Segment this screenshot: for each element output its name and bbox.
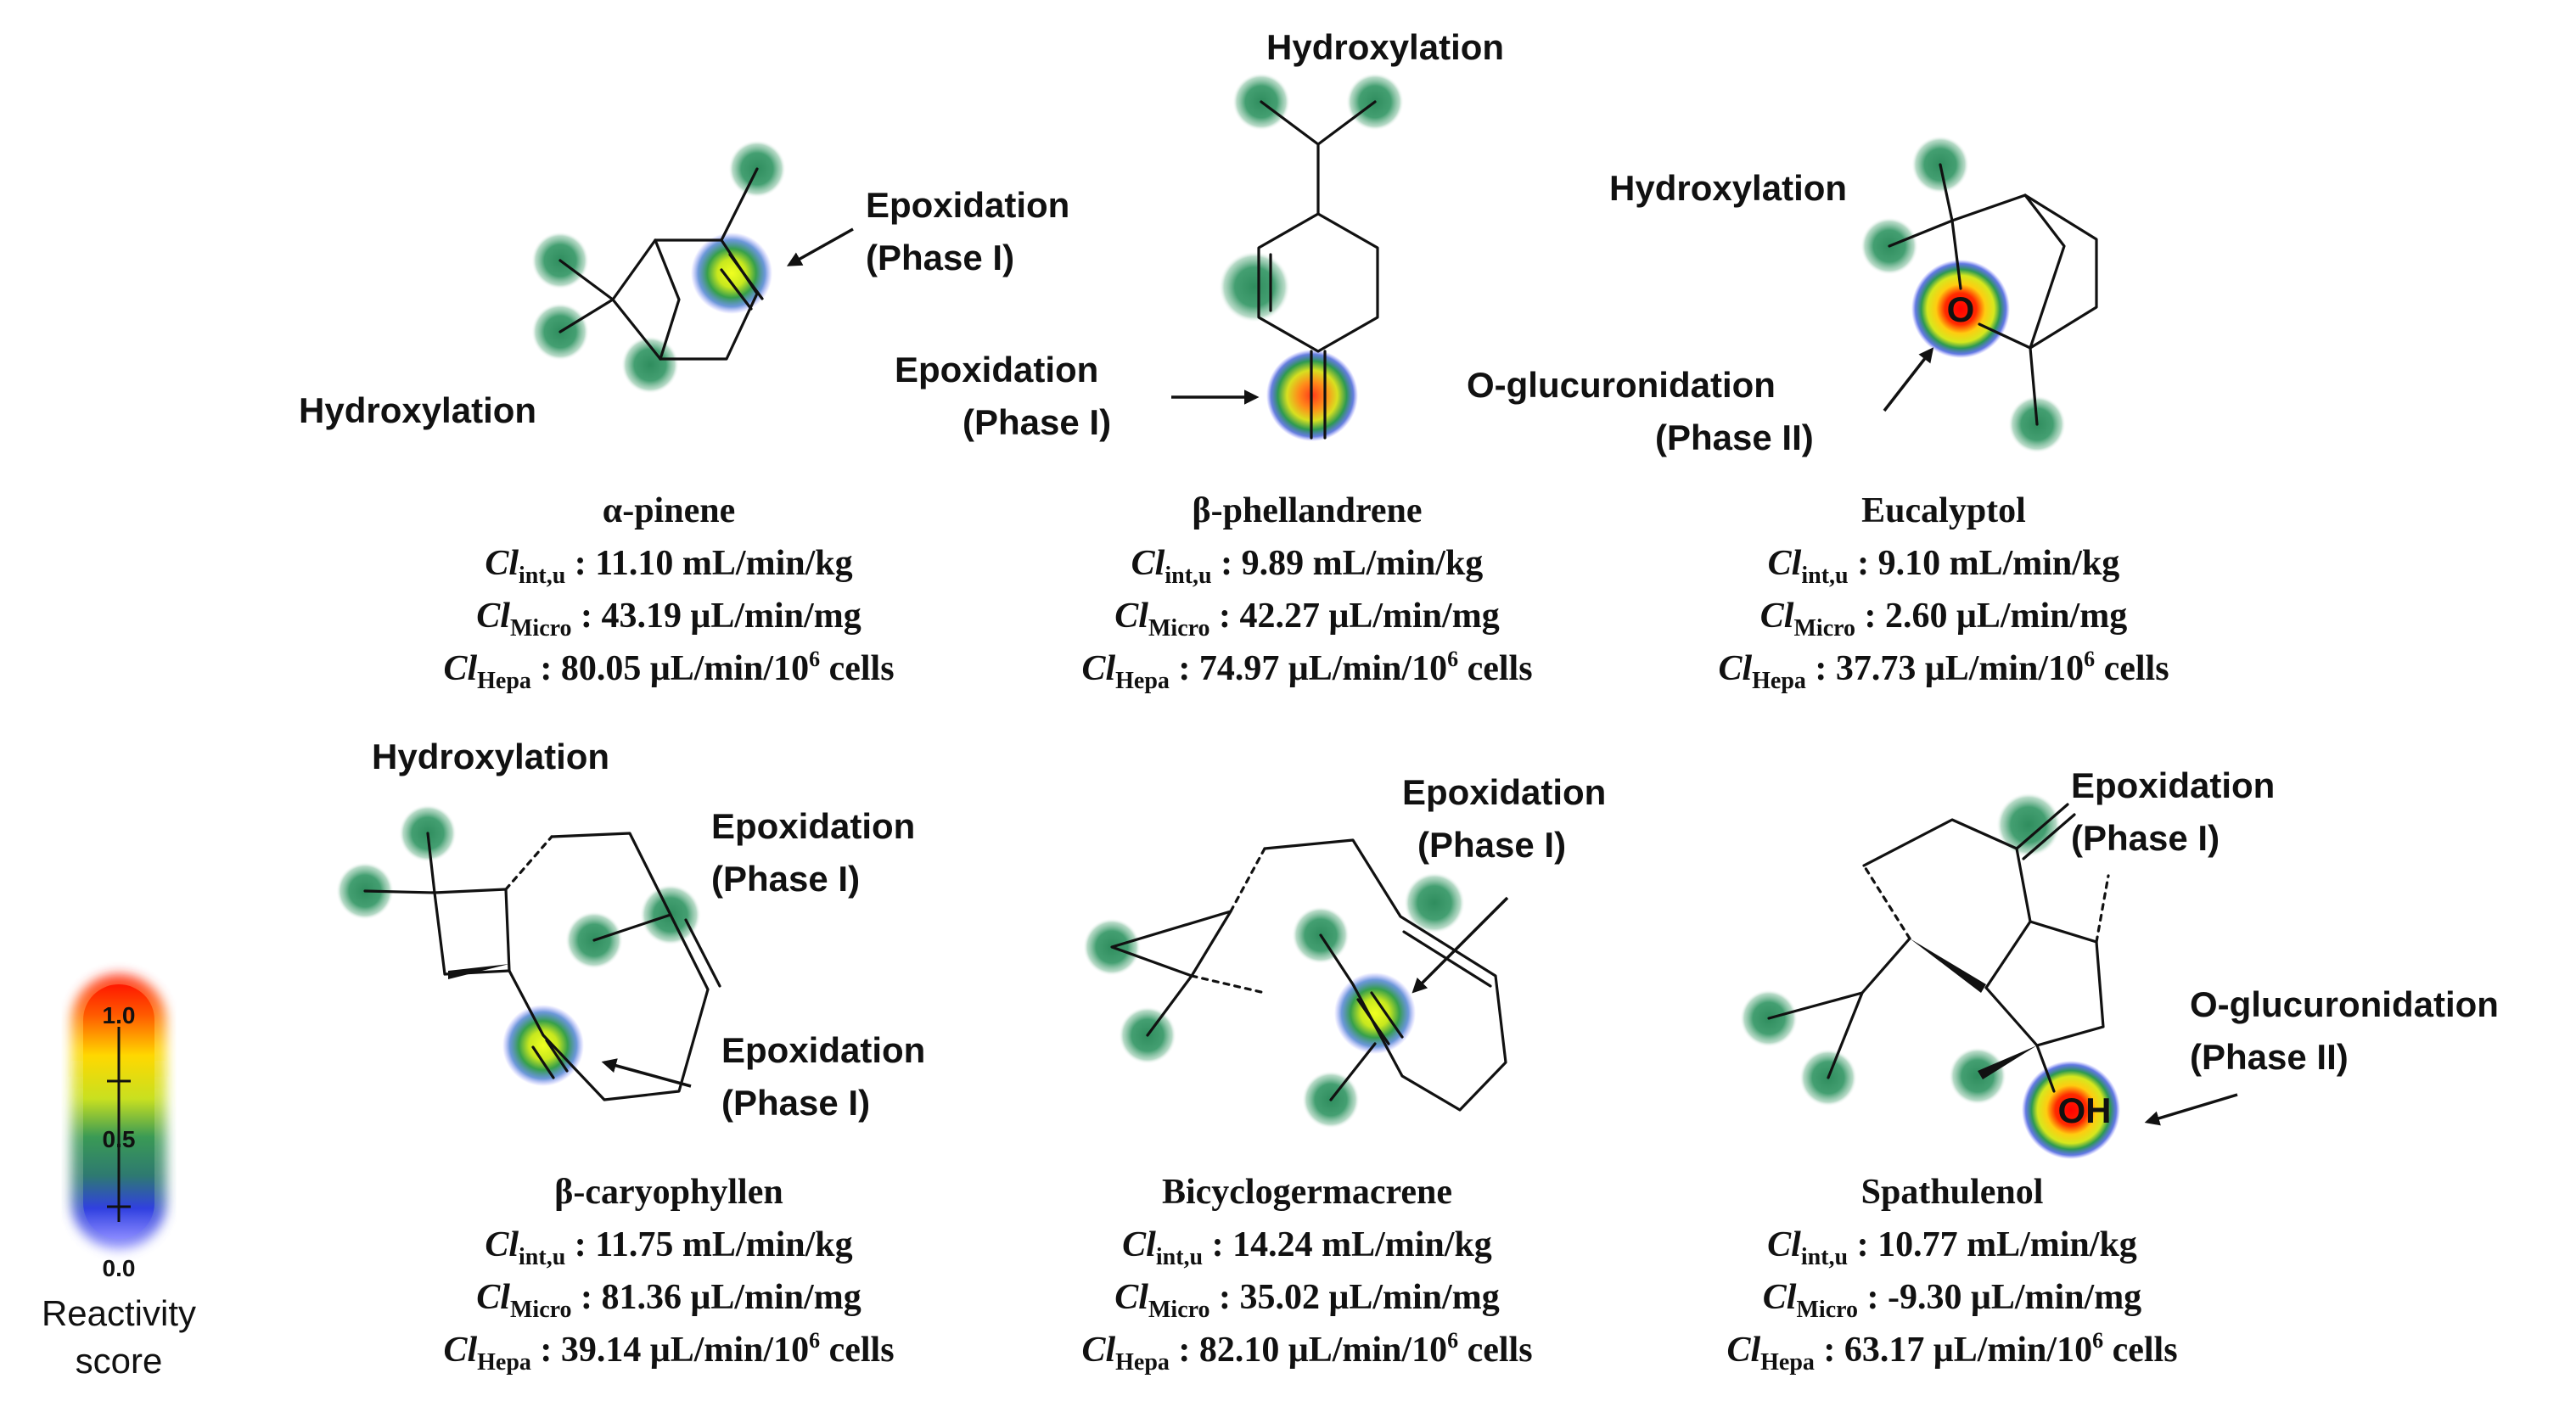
arrow bbox=[601, 1058, 692, 1088]
molecule-name: Eucalyptol bbox=[1861, 491, 2026, 530]
molecule-alpha-pinene: Epoxidation (Phase I) Hydroxylation bbox=[299, 140, 1069, 430]
clearance-micro: ClMicro : 42.27 μL/min/mg bbox=[1114, 597, 1499, 642]
annotation-label: O-glucuronidation bbox=[2190, 984, 2499, 1024]
hydroxyl-group: OH bbox=[2058, 1090, 2112, 1130]
reactivity-spot bbox=[502, 1005, 584, 1086]
clearance-int: Clint,u : 14.24 mL/min/kg bbox=[1122, 1225, 1492, 1270]
molecule-beta-caryophyllen: Hydroxylation Epoxidation (Phase I) Epox… bbox=[336, 737, 925, 1123]
annotation-label: (Phase I) bbox=[721, 1083, 870, 1123]
annotation-label: (Phase I) bbox=[1417, 825, 1566, 865]
scale-tick-label: 1.0 bbox=[103, 1002, 136, 1028]
reactivity-spot bbox=[691, 233, 772, 314]
scale-tick-label: 0.0 bbox=[103, 1255, 136, 1281]
reactivity-spot bbox=[2022, 1061, 2120, 1159]
reactivity-spot bbox=[1404, 872, 1465, 933]
caption-spathulenol: Spathulenol Clint,u : 10.77 mL/min/kg Cl… bbox=[1726, 1173, 2177, 1376]
reactivity-spot bbox=[1949, 1047, 2006, 1105]
molecule-name: Spathulenol bbox=[1861, 1173, 2044, 1212]
annotation-label: Epoxidation bbox=[895, 350, 1098, 389]
arrow bbox=[1411, 896, 1509, 994]
caption-bicyclogermacrene: Bicyclogermacrene Clint,u : 14.24 mL/min… bbox=[1081, 1173, 1532, 1376]
annotation-label: Epoxidation bbox=[2071, 765, 2275, 805]
clearance-hepa: ClHepa : 74.97 μL/min/106 cells bbox=[1081, 647, 1532, 694]
caption-beta-phellandrene: β-phellandrene Clint,u : 9.89 mL/min/kg … bbox=[1081, 491, 1532, 694]
molecule-bicyclogermacrene: Epoxidation (Phase I) bbox=[1083, 772, 1606, 1129]
reactivity-spot bbox=[1219, 251, 1290, 322]
annotation-label: Epoxidation bbox=[1402, 772, 1606, 812]
oxygen-atom: O bbox=[1947, 289, 1975, 329]
annotation-label: Hydroxylation bbox=[1609, 168, 1847, 208]
annotation-label: (Phase I) bbox=[711, 859, 860, 899]
clearance-hepa: ClHepa : 39.14 μL/min/106 cells bbox=[443, 1328, 894, 1376]
scale-title: score bbox=[76, 1341, 163, 1381]
molecule-beta-phellandrene: Hydroxylation Epoxidation (Phase I) bbox=[895, 27, 1504, 442]
structure-bonds bbox=[558, 167, 764, 361]
annotation-label: Epoxidation bbox=[866, 185, 1069, 225]
clearance-micro: ClMicro : 35.02 μL/min/mg bbox=[1114, 1278, 1499, 1323]
scale-title: Reactivity bbox=[42, 1293, 196, 1333]
molecule-name: β-phellandrene bbox=[1192, 491, 1422, 530]
clearance-hepa: ClHepa : 63.17 μL/min/106 cells bbox=[1726, 1328, 2177, 1376]
annotation-label: Hydroxylation bbox=[372, 737, 609, 776]
annotation-label: O-glucuronidation bbox=[1467, 365, 1776, 405]
reactivity-spot bbox=[1911, 260, 2010, 358]
annotation-label: Hydroxylation bbox=[299, 390, 536, 430]
caption-alpha-pinene: α-pinene Clint,u : 11.10 mL/min/kg ClMic… bbox=[443, 491, 894, 694]
clearance-int: Clint,u : 11.10 mL/min/kg bbox=[485, 544, 852, 589]
clearance-int: Clint,u : 11.75 mL/min/kg bbox=[485, 1225, 852, 1270]
annotation-label: (Phase I) bbox=[866, 238, 1014, 277]
clearance-hepa: ClHepa : 37.73 μL/min/106 cells bbox=[1718, 647, 2169, 694]
caption-beta-caryophyllen: β-caryophyllen Clint,u : 11.75 mL/min/kg… bbox=[443, 1173, 894, 1376]
molecule-name: β-caryophyllen bbox=[554, 1173, 783, 1212]
reactivity-spot bbox=[1334, 972, 1416, 1054]
annotation-label: Epoxidation bbox=[721, 1030, 925, 1070]
clearance-micro: ClMicro : 43.19 μL/min/mg bbox=[476, 597, 861, 642]
clearance-hepa: ClHepa : 80.05 μL/min/106 cells bbox=[443, 647, 894, 694]
clearance-micro: ClMicro : 81.36 μL/min/mg bbox=[476, 1278, 861, 1323]
scale-tick-label: 0.5 bbox=[103, 1126, 136, 1152]
clearance-micro: ClMicro : -9.30 μL/min/mg bbox=[1763, 1278, 2141, 1323]
clearance-hepa: ClHepa : 82.10 μL/min/106 cells bbox=[1081, 1328, 1532, 1376]
molecule-eucalyptol: O Hydroxylation O-glucuronidation (Phase… bbox=[1467, 136, 2098, 457]
clearance-int: Clint,u : 10.77 mL/min/kg bbox=[1767, 1225, 2137, 1270]
caption-eucalyptol: Eucalyptol Clint,u : 9.10 mL/min/kg ClMi… bbox=[1718, 491, 2169, 694]
reactivity-spot bbox=[1996, 793, 2061, 857]
structure-bonds bbox=[363, 832, 721, 1101]
annotation-label: (Phase II) bbox=[1655, 417, 1814, 457]
clearance-int: Clint,u : 9.89 mL/min/kg bbox=[1131, 544, 1484, 589]
arrow bbox=[786, 227, 854, 266]
annotation-label: Epoxidation bbox=[711, 806, 915, 846]
arrow bbox=[2144, 1093, 2238, 1126]
annotation-label: (Phase II) bbox=[2190, 1037, 2349, 1077]
structure-bonds bbox=[1888, 163, 2098, 426]
clearance-micro: ClMicro : 2.60 μL/min/mg bbox=[1760, 597, 2127, 642]
annotation-label: Hydroxylation bbox=[1266, 27, 1504, 67]
reactivity-scale: 1.0 0.5 0.0 Reactivity score bbox=[42, 974, 196, 1381]
annotation-label: (Phase I) bbox=[962, 402, 1111, 442]
structure-bonds bbox=[1257, 100, 1379, 440]
structure-bonds bbox=[1767, 803, 2110, 1093]
molecule-name: Bicyclogermacrene bbox=[1162, 1173, 1452, 1212]
clearance-int: Clint,u : 9.10 mL/min/kg bbox=[1768, 544, 2120, 589]
reactivity-spot bbox=[621, 336, 679, 394]
annotation-label: (Phase I) bbox=[2071, 818, 2220, 858]
molecule-name: α-pinene bbox=[603, 491, 735, 530]
molecule-spathulenol: OH Epoxidation (Phase I) O-glucuronidati… bbox=[1740, 765, 2499, 1159]
arrow bbox=[1883, 347, 1934, 412]
